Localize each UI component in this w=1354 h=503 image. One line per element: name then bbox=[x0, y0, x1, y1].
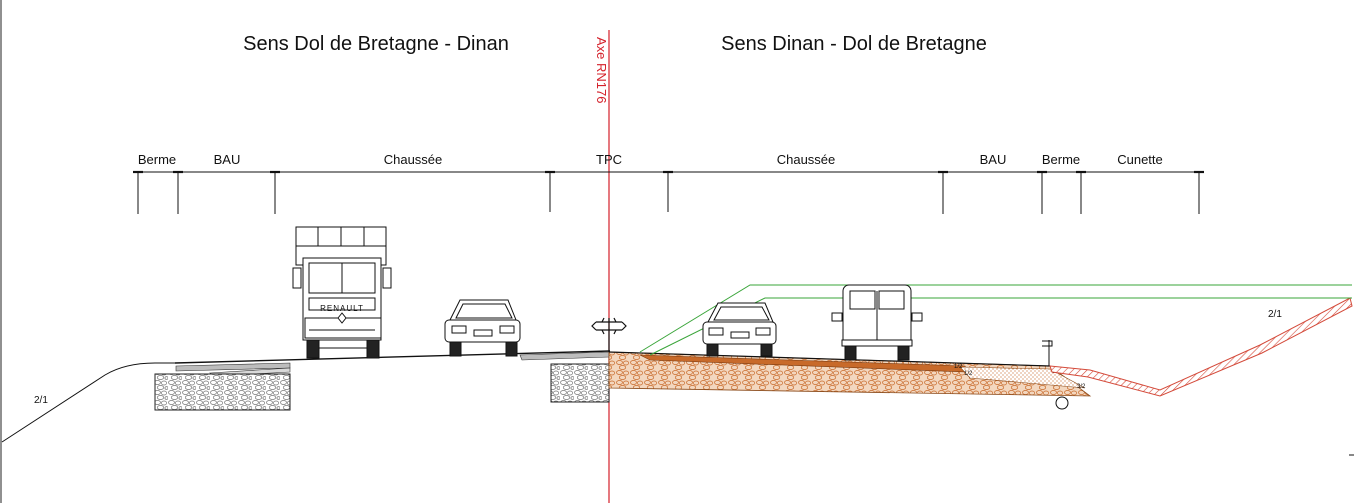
van-icon bbox=[831, 284, 923, 361]
central-barrier-icon bbox=[591, 317, 627, 352]
segment-label-chaussee-left: Chaussée bbox=[384, 152, 443, 167]
right-pavement-surface bbox=[608, 351, 1051, 367]
title-left: Sens Dol de Bretagne - Dinan bbox=[243, 33, 509, 55]
right-edge-barrier-icon bbox=[1042, 340, 1053, 366]
segment-label-bau-left: BAU bbox=[214, 152, 241, 167]
truck-brand-label: RENAULT bbox=[320, 304, 364, 313]
segment-label-tpc: TPC bbox=[596, 152, 622, 167]
slope-label-right: 2/1 bbox=[1268, 309, 1282, 320]
right-ditch-profile bbox=[1049, 297, 1353, 397]
truck-icon bbox=[292, 226, 392, 359]
segment-dimension-line bbox=[133, 170, 1204, 214]
tpc-gravel-foundation bbox=[550, 363, 610, 403]
green-reference-lines bbox=[639, 284, 1352, 356]
drain-pipe bbox=[1055, 396, 1069, 410]
segment-label-berme-left: Berme bbox=[138, 152, 176, 167]
layer-mark-4: 3/2 bbox=[1077, 384, 1086, 390]
left-pavement-surface bbox=[174, 350, 611, 364]
axis-label: Axe RN176 bbox=[594, 37, 609, 103]
left-embankment bbox=[1, 362, 175, 443]
segment-label-bau-right: BAU bbox=[980, 152, 1007, 167]
layer-mark-2: 1/2 bbox=[964, 371, 973, 377]
segment-label-chaussee-right: Chaussée bbox=[777, 152, 836, 167]
car-right-icon bbox=[702, 302, 777, 357]
segment-label-berme-right: Berme bbox=[1042, 152, 1080, 167]
layer-mark-1: 1/2 bbox=[954, 364, 963, 370]
title-right: Sens Dinan - Dol de Bretagne bbox=[721, 33, 987, 55]
slope-label-left: 2/1 bbox=[34, 395, 48, 406]
car-left-icon bbox=[444, 299, 521, 357]
left-gravel-foundation bbox=[154, 373, 291, 411]
segment-label-cunette: Cunette bbox=[1117, 152, 1163, 167]
